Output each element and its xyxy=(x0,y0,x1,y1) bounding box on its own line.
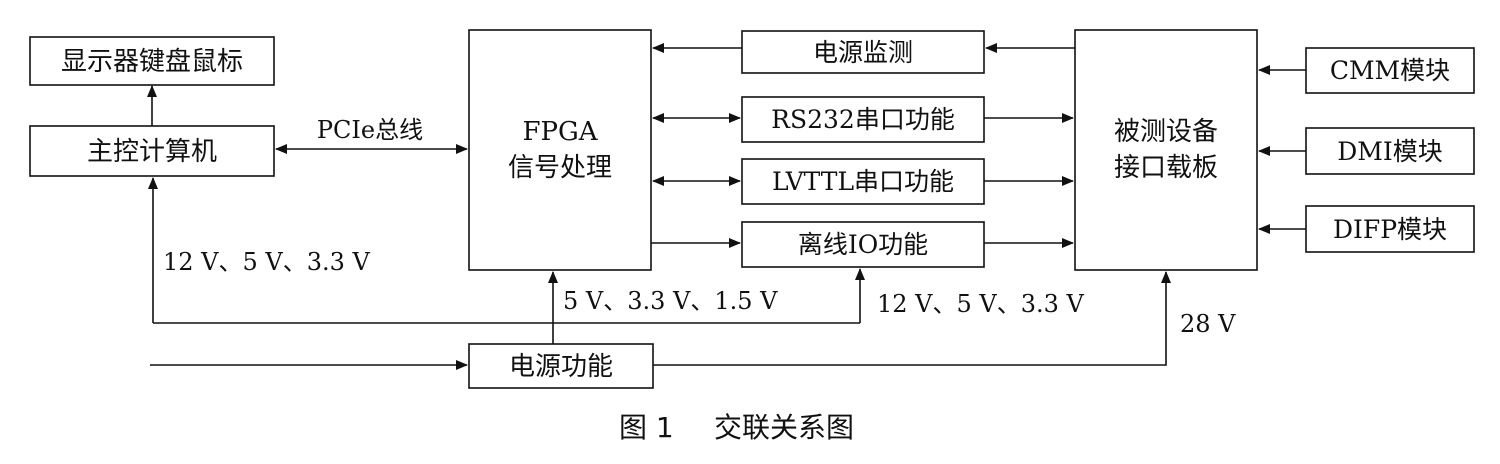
block-dmi-module-label: DMI模块 xyxy=(1337,137,1443,166)
figure-number: 图 1 xyxy=(619,411,674,444)
label-offline-io-voltage: 12 V、5 V、3.3 V xyxy=(877,290,1085,318)
block-difp-module: DIFP模块 xyxy=(1305,205,1475,253)
block-fpga-label-line2: 信号处理 xyxy=(508,153,612,183)
block-dut-interface-board: 被测设备 接口载板 xyxy=(1074,29,1258,271)
block-fpga-label-line1: FPGA xyxy=(522,117,598,147)
block-rs232: RS232串口功能 xyxy=(741,96,985,143)
block-lvttl: LVTTL串口功能 xyxy=(741,158,985,205)
block-lvttl-label: LVTTL串口功能 xyxy=(772,167,954,196)
block-power-monitor-label: 电源监测 xyxy=(813,38,913,67)
block-dut-label-line1: 被测设备 xyxy=(1114,117,1218,147)
block-main-computer-label: 主控计算机 xyxy=(87,137,217,167)
block-dmi-module: DMI模块 xyxy=(1305,127,1475,175)
label-pcie-bus: PCIe总线 xyxy=(317,116,423,144)
block-dut-label-line2: 接口载板 xyxy=(1114,153,1218,183)
block-display-keyboard-mouse: 显示器键盘鼠标 xyxy=(29,36,275,86)
block-cmm-module: CMM模块 xyxy=(1305,47,1475,94)
label-main-computer-voltage: 12 V、5 V、3.3 V xyxy=(163,248,371,276)
block-display-keyboard-mouse-label: 显示器键盘鼠标 xyxy=(61,47,243,77)
label-dut-voltage: 28 V xyxy=(1180,310,1236,338)
block-fpga-signal-processing: FPGA 信号处理 xyxy=(468,29,652,271)
label-fpga-voltage: 5 V、3.3 V、1.5 V xyxy=(563,287,778,315)
block-difp-module-label: DIFP模块 xyxy=(1333,215,1447,244)
block-power-monitor: 电源监测 xyxy=(741,30,985,74)
block-offline-io: 离线IO功能 xyxy=(741,221,985,268)
block-rs232-label: RS232串口功能 xyxy=(771,105,955,134)
block-cmm-module-label: CMM模块 xyxy=(1330,56,1450,85)
block-power-function: 电源功能 xyxy=(468,343,654,389)
block-main-computer: 主控计算机 xyxy=(29,125,275,177)
arrow-power-to-dut-28v xyxy=(653,271,1171,366)
block-offline-io-label: 离线IO功能 xyxy=(798,230,928,259)
block-power-function-label: 电源功能 xyxy=(509,352,613,382)
figure-title: 交联关系图 xyxy=(714,411,854,444)
